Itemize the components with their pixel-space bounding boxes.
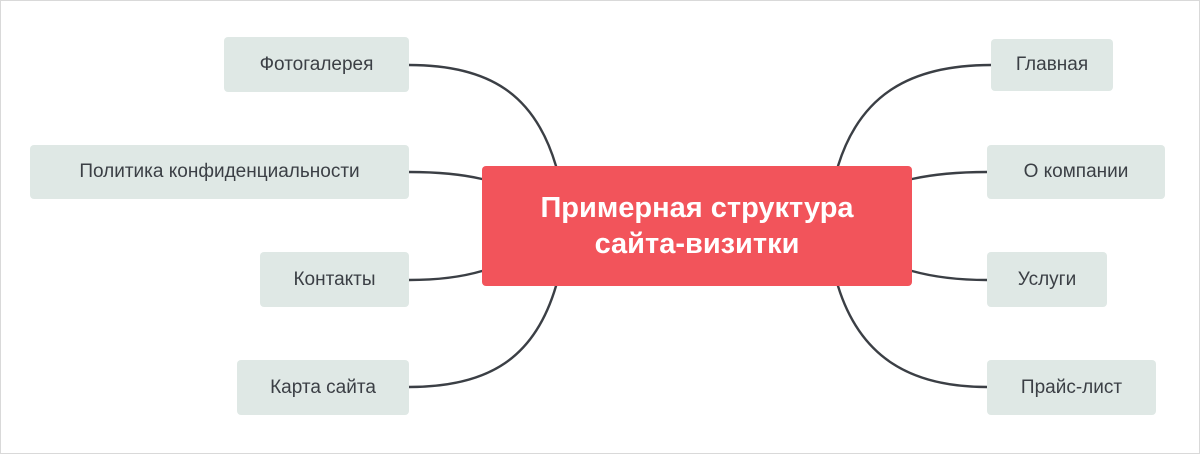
connector-uslugi	[910, 269, 989, 282]
central-topic-line-2: сайта-визитки	[594, 228, 800, 260]
central-topic-line-1: Примерная структура	[540, 192, 854, 224]
node-prais-list: Прайс-лист	[987, 360, 1156, 415]
connector-kontakty	[407, 269, 484, 282]
connector-fotogalereya	[407, 63, 558, 168]
node-kontakty: Контакты	[260, 252, 409, 307]
node-karta-saita: Карта сайта	[237, 360, 409, 415]
central-topic: Примерная структура сайта-визитки	[482, 166, 912, 286]
node-glavnaya: Главная	[991, 39, 1113, 91]
node-uslugi: Услуги	[987, 252, 1107, 307]
node-fotogalereya: Фотогалерея	[224, 37, 409, 92]
connector-glavnaya	[836, 63, 993, 168]
connector-politika	[407, 170, 484, 181]
node-politika-konfidencialnosti: Политика конфиденциальности	[30, 145, 409, 199]
connector-karta-saita	[407, 284, 558, 389]
connector-prais-list	[836, 284, 989, 389]
node-o-kompanii: О компании	[987, 145, 1165, 199]
connector-o-kompanii	[910, 170, 989, 181]
